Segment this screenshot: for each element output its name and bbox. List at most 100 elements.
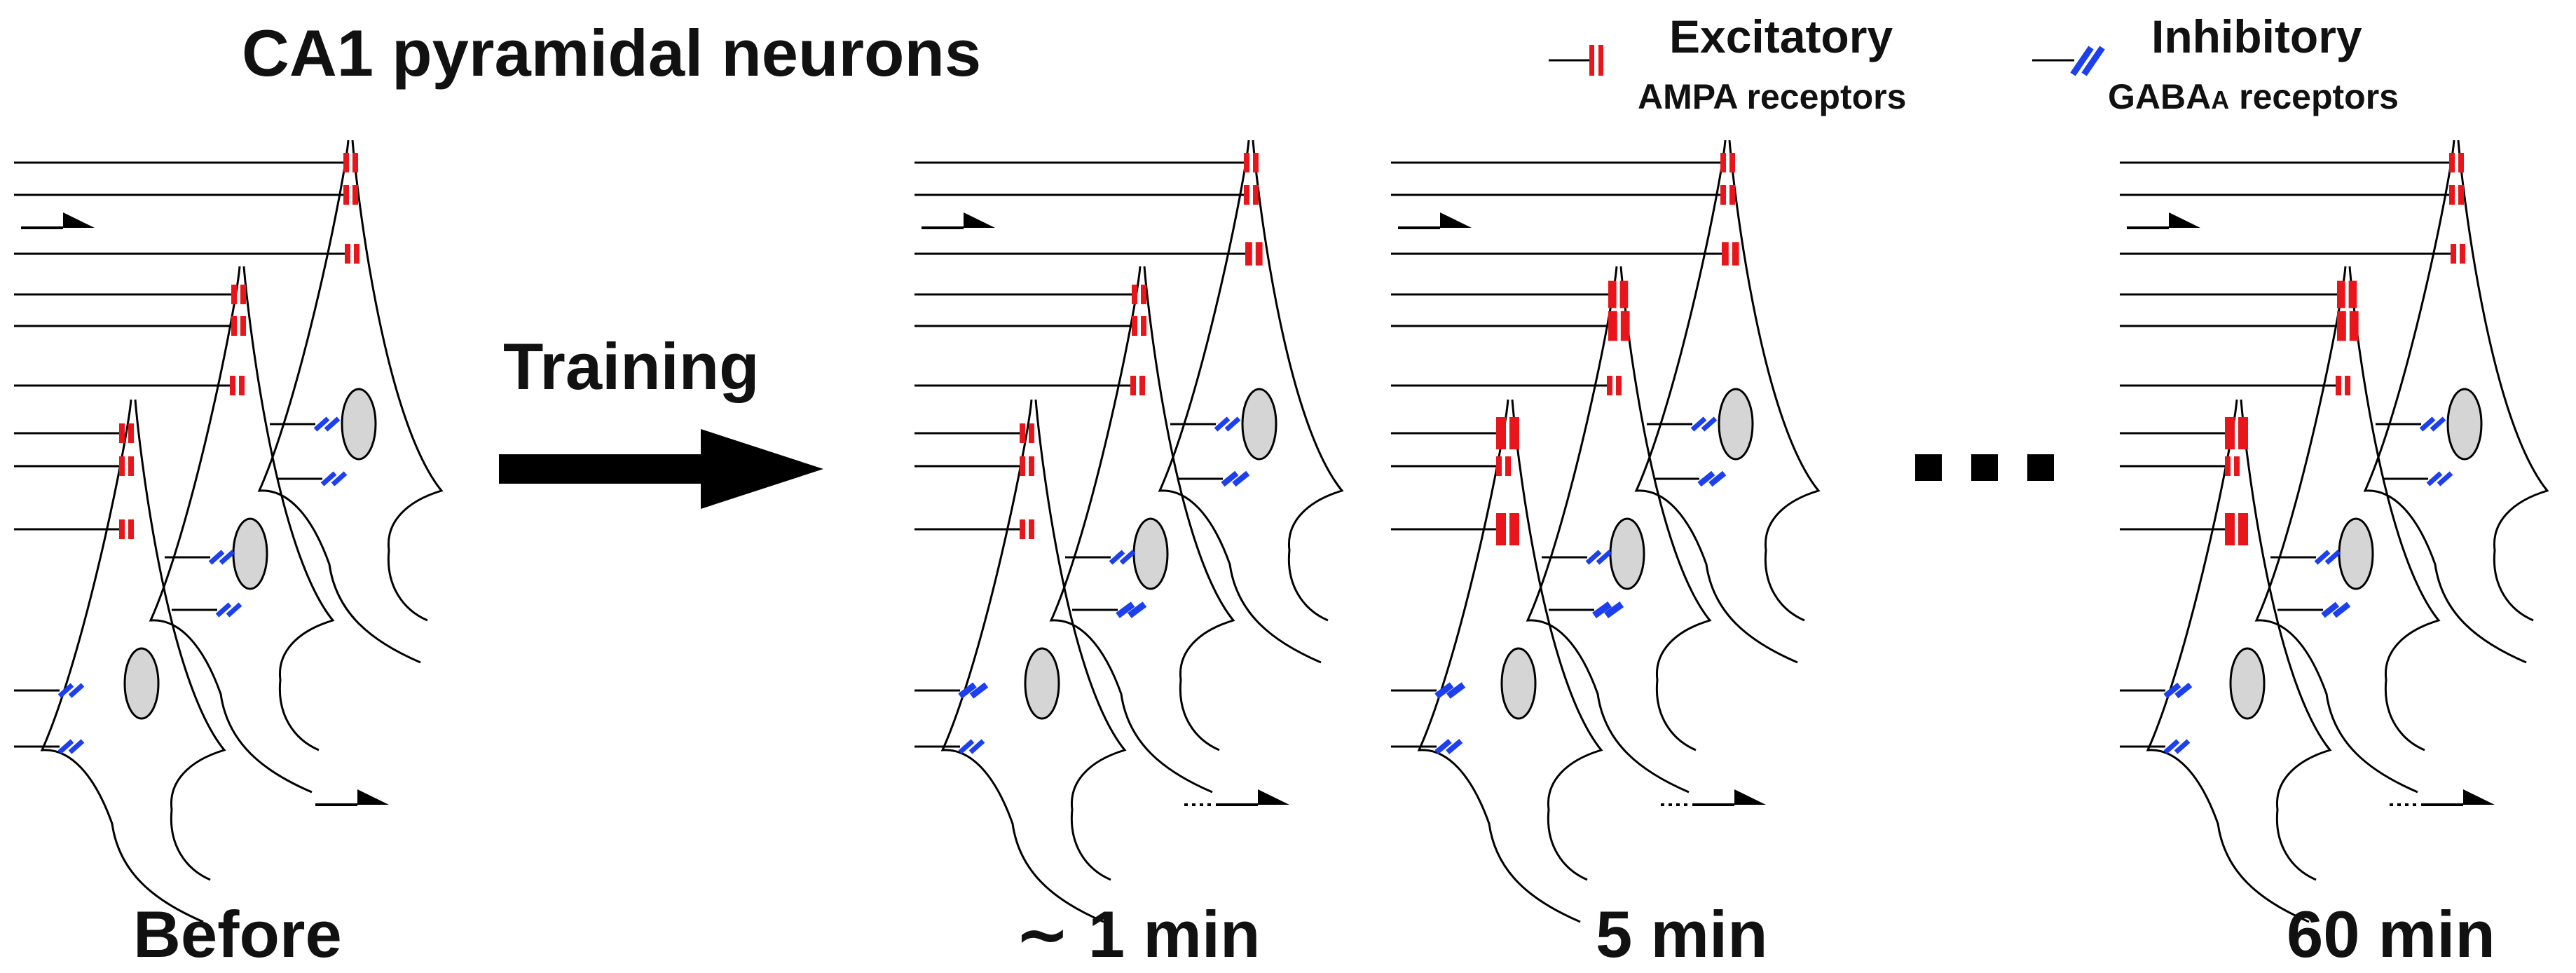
exc-synapse-4-bar-a [231, 285, 237, 304]
exc-synapse-4-bar-a [1132, 285, 1137, 304]
inh-synapse-1-slash-a [2419, 416, 2436, 432]
inh-synapse-1-slash-a [1690, 416, 1707, 432]
neuron-soma-2 [1609, 517, 1645, 590]
inh-synapse-5-slash-a [57, 683, 74, 698]
axon-arrow-bottom-head [357, 789, 389, 805]
inh-synapse-2-slash-a [2426, 471, 2443, 486]
neuron-outline-2 [149, 266, 335, 794]
inh-synapse-3-slash-a [208, 550, 225, 565]
exc-synapse-4-bar-a [2337, 280, 2345, 308]
inh-synapse-4-slash-a [2321, 601, 2340, 618]
neuron-soma-3 [1500, 647, 1537, 720]
exc-synapse-4-bar-b [2348, 280, 2357, 308]
exc-synapse-9-bar-b [128, 519, 134, 539]
exc-synapse-1-bar-b [2458, 153, 2464, 172]
exc-synapse-5-bar-a [1608, 311, 1617, 341]
axon-arrow-top-head [63, 212, 95, 228]
figure-title: CA1 pyramidal neurons [242, 16, 981, 90]
neuron-outline-2 [2254, 266, 2441, 794]
inh-synapse-5-slash-b [969, 682, 989, 699]
neuron-soma-1 [341, 388, 377, 461]
exc-synapse-5-bar-b [1620, 311, 1630, 341]
exc-synapse-3-bar-b [2460, 244, 2465, 264]
inh-synapse-4-slash-b [2332, 601, 2351, 618]
exc-synapse-1-bar-b [352, 153, 358, 172]
neuron-outline-2 [1049, 266, 1235, 794]
legend-inhibitory-label: Inhibitory [2151, 11, 2362, 62]
neuron-outline-2 [1526, 266, 1712, 794]
neuron-soma-3 [123, 647, 160, 720]
exc-synapse-2-bar-a [1244, 185, 1249, 205]
exc-synapse-7-bar-b [2238, 417, 2248, 449]
neuron-soma-1 [1718, 388, 1754, 461]
axon-arrow-top-head [964, 212, 995, 228]
inh-synapse-1-slash-b [1701, 416, 1718, 432]
exc-synapse-7-bar-b [1509, 417, 1519, 449]
exc-synapse-2-bar-b [352, 185, 358, 205]
exc-synapse-9-bar-a [1496, 513, 1506, 545]
axon-arrow-bottom-head [1258, 789, 1289, 805]
exc-synapse-3-bar-a [1722, 242, 1729, 266]
inh-synapse-3-slash-b [2324, 550, 2341, 565]
exc-synapse-6-bar-a [230, 376, 235, 395]
inh-synapse-1-slash-a [313, 416, 330, 432]
exc-synapse-8-bar-b [1505, 456, 1511, 476]
neuron-outline-3 [1417, 399, 1603, 923]
exc-synapse-9-bar-b [1509, 513, 1519, 545]
exc-synapse-6-bar-b [239, 376, 245, 395]
legend-excitatory-label: Excitatory [1669, 11, 1893, 62]
inh-synapse-3-slash-b [1596, 550, 1612, 565]
exc-synapse-9-bar-b [1029, 519, 1034, 539]
exc-synapse-8-bar-b [128, 456, 134, 476]
exc-synapse-9-bar-a [119, 519, 125, 539]
inh-synapse-6-slash-a [958, 739, 975, 754]
exc-synapse-6-bar-a [1607, 376, 1612, 395]
exc-synapse-4-bar-b [1619, 280, 1629, 308]
inh-synapse-4-slash-b [1128, 601, 1147, 618]
exc-synapse-4-bar-b [240, 285, 246, 304]
neuron-soma-3 [1024, 647, 1060, 720]
inh-synapse-2-slash-a [320, 471, 337, 486]
exc-synapse-6-bar-a [1130, 376, 1136, 395]
inh-synapse-4-slash-a [1592, 601, 1612, 618]
neuron-outline-1 [257, 140, 444, 664]
exc-synapse-7-bar-b [128, 423, 134, 443]
exc-synapse-9-bar-a [1020, 519, 1025, 539]
neuron-soma-3 [2229, 647, 2266, 720]
axon-arrow-bottom-head [2463, 789, 2495, 805]
inh-synapse-1-slash-a [1214, 416, 1231, 432]
inh-synapse-6-slash-b [968, 739, 985, 754]
axon-arrow-bottom-head [1734, 789, 1766, 805]
inh-synapse-1-slash-b [1224, 416, 1241, 432]
exc-synapse-2-bar-b [1253, 185, 1259, 205]
exc-synapse-2-bar-a [1720, 185, 1726, 205]
exc-synapse-1-bar-a [1244, 153, 1249, 172]
exc-synapse-7-bar-a [1020, 423, 1025, 443]
inh-synapse-5-slash-a [1434, 682, 1454, 699]
inh-synapse-4-slash-a [215, 602, 232, 618]
exc-synapse-2-bar-b [1729, 185, 1735, 205]
exc-synapse-8-bar-a [2225, 456, 2231, 476]
exc-synapse-1-bar-a [2449, 153, 2455, 172]
exc-synapse-2-bar-b [2458, 185, 2464, 205]
training-label: Training [503, 329, 760, 403]
axon-arrow-top-head [1440, 212, 1472, 228]
exc-synapse-1-bar-b [1253, 153, 1259, 172]
exc-synapse-5-bar-a [2337, 311, 2346, 341]
exc-synapse-6-bar-b [2345, 376, 2350, 395]
neuron-outline-3 [2146, 399, 2332, 923]
label-5min: 5 min [1596, 897, 1768, 971]
exc-synapse-2-bar-a [343, 185, 349, 205]
exc-synapse-3-bar-b [354, 244, 359, 264]
inh-synapse-4-slash-a [1116, 601, 1135, 618]
label-1min: ∼ 1 min [1015, 897, 1260, 971]
axon-arrow-top-head [2169, 212, 2200, 228]
inh-synapse-5-slash-b [1446, 682, 1466, 699]
exc-synapse-7-bar-b [1029, 423, 1034, 443]
inh-synapse-3-slash-b [219, 550, 235, 565]
inh-synapse-2-slash-b [331, 471, 348, 486]
neuron-soma-2 [232, 517, 268, 590]
training-arrow-icon [499, 429, 823, 509]
exc-synapse-3-bar-b [1732, 242, 1739, 266]
